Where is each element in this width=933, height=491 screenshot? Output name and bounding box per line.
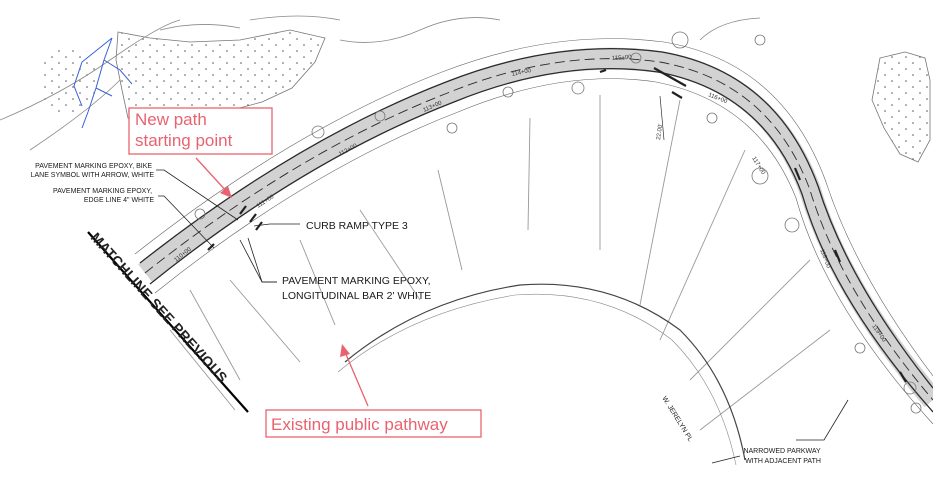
- new-path-callout: New path starting point: [128, 107, 273, 155]
- existing-path-callout-box: [265, 409, 482, 438]
- parkway-leader-tail: [711, 455, 741, 464]
- bike-symbol-note: PAVEMENT MARKING EPOXY, BIKE LANE SYMBOL…: [31, 163, 155, 179]
- contour-lines: [0, 15, 761, 151]
- stipple-area-top-left: [40, 48, 100, 118]
- parkway-note: NARROWED PARKWAY WITH ADJACENT PATH: [743, 448, 822, 465]
- existing-path-arrow: [340, 344, 369, 407]
- new-path-callout-text: New path starting point: [135, 110, 233, 150]
- curb-ramp-note: CURB RAMP TYPE 3: [306, 220, 408, 232]
- cul-de-sac-arc: [344, 283, 746, 461]
- pavement-marking-ticks: [207, 67, 907, 383]
- edge-line-note: PAVEMENT MARKING EPOXY, EDGE LINE 4" WHI…: [53, 188, 154, 204]
- pathway-edge-inner: [149, 68, 933, 413]
- existing-path-callout: Existing public pathway: [265, 409, 482, 438]
- pathway-edge-outer: [139, 48, 933, 389]
- pathway-offset-line: [154, 78, 933, 425]
- matchline: [87, 231, 249, 413]
- station-label: 114+00: [511, 68, 532, 78]
- pathway-centerline: [144, 58, 933, 401]
- station-label: 115+00: [612, 55, 633, 62]
- stipple-area-right: [871, 51, 931, 163]
- new-path-arrow: [195, 157, 232, 198]
- stipple-area-upper-left: [115, 29, 326, 133]
- width-dimension-label: 22.00': [656, 123, 664, 140]
- blue-drainage-lines: [73, 37, 133, 129]
- note-leaders: [156, 169, 849, 441]
- cul-de-sac-inner-arc: [337, 293, 737, 466]
- width-dimension-line: [659, 95, 665, 141]
- station-labels: 110+00 111+00 112+00 113+00 114+00 115+0…: [174, 55, 887, 344]
- existing-path-callout-text: Existing public pathway: [271, 415, 448, 434]
- street-label: W. JERELYN PL: [660, 395, 693, 443]
- pathway-offset-line-outer: [134, 38, 933, 377]
- longitudinal-bar-note: PAVEMENT MARKING EPOXY, LONGITUDINAL BAR…: [282, 275, 434, 302]
- new-path-callout-box: [128, 107, 273, 155]
- tree-symbols: [194, 31, 922, 414]
- lot-lines: [169, 95, 831, 431]
